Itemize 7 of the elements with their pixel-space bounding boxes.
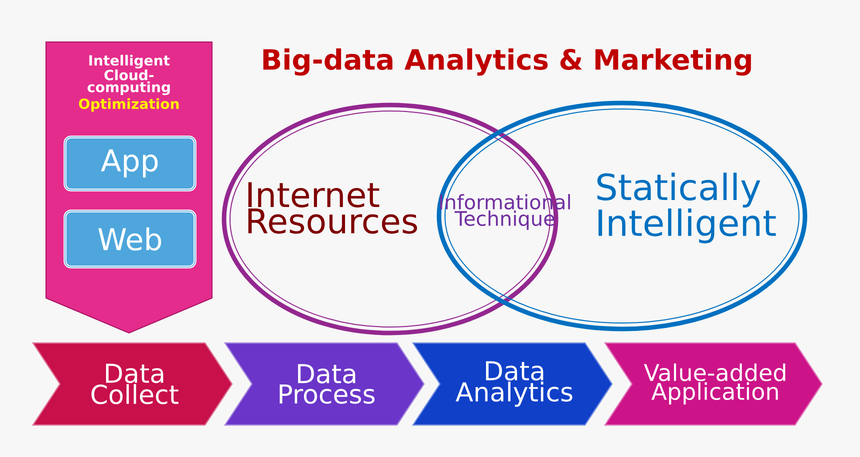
process-step-box: Data Process xyxy=(224,342,425,426)
process-step-box: Value-added Application xyxy=(604,342,823,426)
process-step-box: Data Analytics xyxy=(412,342,613,426)
process-step-box: Data Collect xyxy=(32,342,233,426)
title: Big-data Analytics & Marketing xyxy=(263,48,751,76)
platform-box: App xyxy=(64,136,196,192)
platform-box: Web xyxy=(64,210,196,268)
